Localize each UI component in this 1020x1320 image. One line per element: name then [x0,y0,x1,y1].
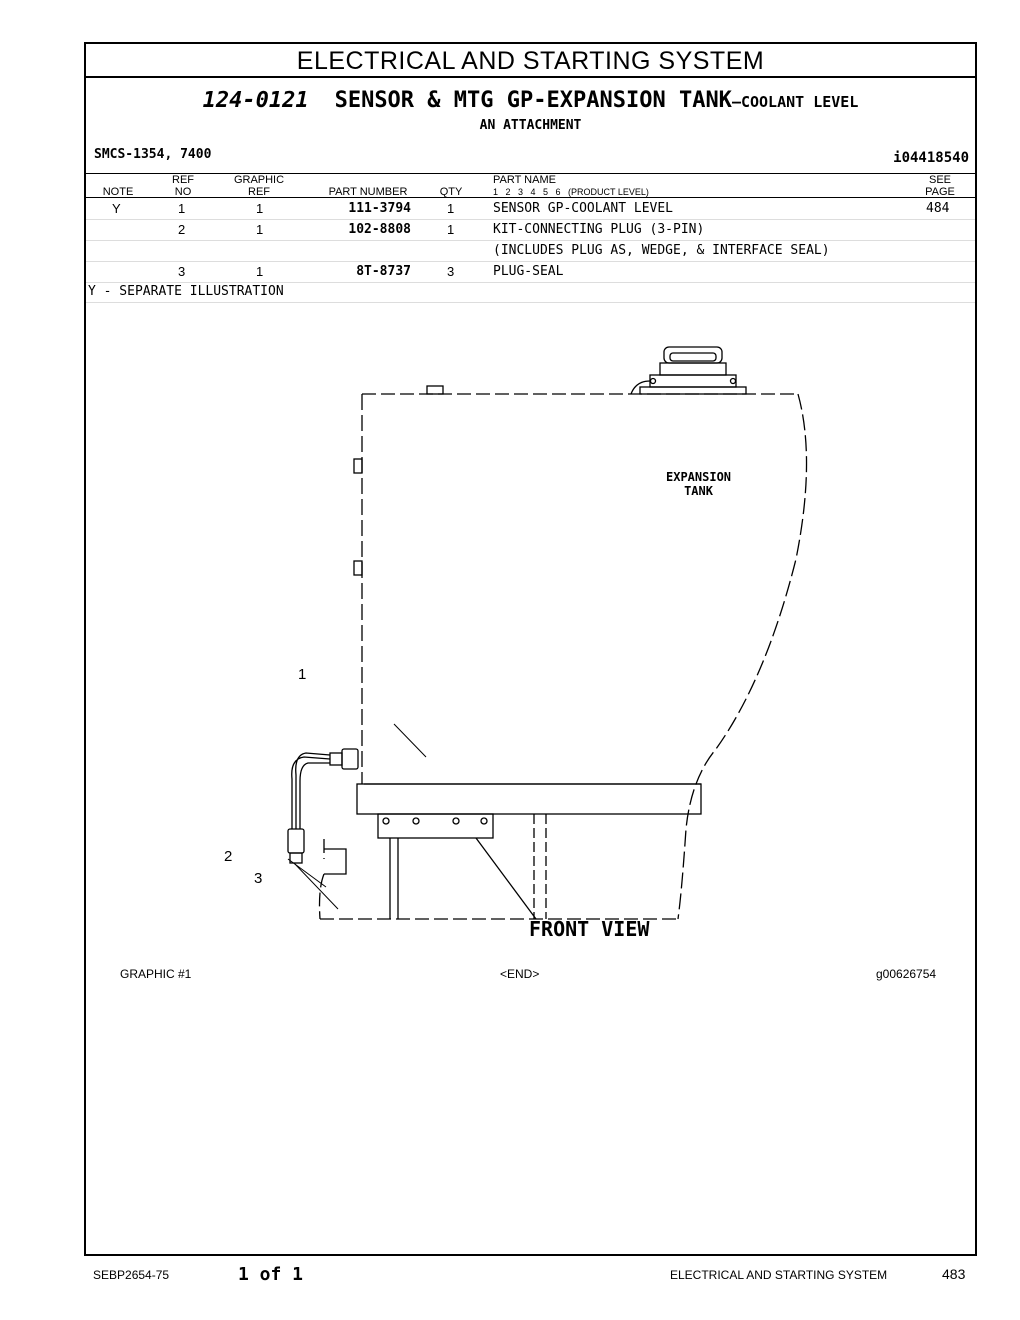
group-title: 124-0121 SENSOR & MTG GP-EXPANSION TANK–C… [86,88,975,113]
row-part-name: KIT-CONNECTING PLUG (3-PIN) [493,222,705,237]
footnote-row: Y - SEPARATE ILLUSTRATION [86,281,975,303]
col-graphic-ref: GRAPHIC REF [229,174,289,198]
col-qty: QTY [439,186,463,198]
base-plate-icon [356,783,702,815]
col-graphic-ref-line2: REF [248,186,270,198]
smcs-code: SMCS-1354, 7400 [94,147,212,162]
graphic-label: GRAPHIC #1 [120,967,192,981]
callout-3: 3 [254,870,263,887]
col-ref-no-line1: REF [172,174,194,186]
row-ref-no: 3 [178,264,186,279]
row-part-name: PLUG-SEAL [493,264,564,279]
col-note: NOTE [102,186,134,198]
graphic-id: g00626754 [876,967,937,981]
table-row: 2 1 102-8808 1 KIT-CONNECTING PLUG (3-PI… [86,219,975,241]
expansion-tank-illustration [287,346,808,920]
top-lug-icon [426,385,444,395]
row-graphic-ref: 1 [256,264,264,279]
group-part-number: 124-0121 [202,88,309,113]
subtitle: AN ATTACHMENT [479,118,582,133]
group-name-suffix: –COOLANT LEVEL [731,93,859,111]
row-qty: 3 [447,264,455,279]
table-row: (INCLUDES PLUG AS, WEDGE, & INTERFACE SE… [86,240,975,262]
footer-section: ELECTRICAL AND STARTING SYSTEM [670,1268,888,1282]
row-graphic-ref: 1 [256,201,264,216]
tank-label-line2: TANK [684,484,713,498]
col-see-page: SEE PAGE [920,174,960,198]
tank-label: EXPANSION TANK [666,470,731,498]
row-part-number: 102-8808 [348,222,411,237]
col-part-number: PART NUMBER [328,186,408,198]
callout-1: 1 [298,666,307,683]
footer-doc-number: SEBP2654-75 [93,1268,170,1282]
footer-page-of: 1 of 1 [238,1264,304,1285]
row-ref-no: 1 [178,201,186,216]
col-product-level: 1 2 3 4 5 6 (PRODUCT LEVEL) [493,187,649,197]
mount-bracket-icon [353,458,363,474]
table-row: 3 1 8T-8737 3 PLUG-SEAL [86,261,975,283]
row-part-number: 8T-8737 [356,264,411,279]
col-ref-no-line2: NO [174,186,192,198]
row-graphic-ref: 1 [256,222,264,237]
col-graphic-ref-line1: GRAPHIC [233,174,285,186]
col-ref-no: REF NO [163,174,203,198]
section-banner: ELECTRICAL AND STARTING SYSTEM [86,44,975,78]
view-label: FRONT VIEW [529,917,650,941]
col-part-name: PART NAME [493,174,556,186]
end-label: <END> [500,967,540,981]
header-rule [86,173,975,174]
doc-id: i04418540 [893,150,969,166]
footnote-text: Y - SEPARATE ILLUSTRATION [88,284,284,299]
mount-bracket-icon [353,560,363,576]
filler-cap-icon [630,346,747,395]
row-ref-no: 2 [178,222,186,237]
tank-label-line1: EXPANSION [666,470,732,484]
callout-2: 2 [224,848,233,865]
row-qty: 1 [447,201,455,216]
table-row: Y 1 1 111-3794 1 SENSOR GP-COOLANT LEVEL… [86,197,975,220]
coolant-level-sensor-icon [291,748,359,829]
connecting-plug-icon [287,828,305,864]
group-name: SENSOR & MTG GP-EXPANSION TANK [334,88,732,113]
row-note: Y [112,201,121,216]
row-part-number: 111-3794 [348,201,411,216]
row-qty: 1 [447,222,455,237]
row-part-name: (INCLUDES PLUG AS, WEDGE, & INTERFACE SE… [493,243,830,258]
col-see-page-line2: PAGE [925,186,955,198]
row-see-page: 484 [926,201,950,216]
row-part-name: SENSOR GP-COOLANT LEVEL [493,201,674,216]
footer-page-number: 483 [942,1266,966,1282]
col-see-page-line1: SEE [928,174,951,186]
